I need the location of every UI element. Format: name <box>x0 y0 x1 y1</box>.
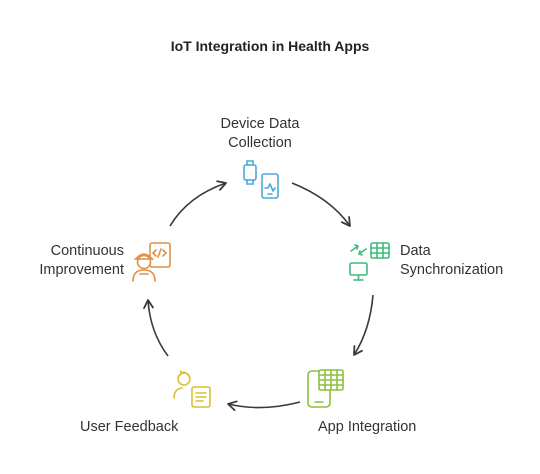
step-label-data-synchronization: Data Synchronization <box>400 242 535 280</box>
step-label-app-integration: App Integration <box>318 418 458 437</box>
title: IoT Integration in Health Apps <box>170 38 370 54</box>
arrow-improvement-to-device <box>169 180 227 227</box>
step-label-line: Synchronization <box>400 262 504 278</box>
step-label-line: Collection <box>228 135 292 151</box>
step-label-user-feedback: User Feedback <box>80 418 210 437</box>
arrow-sync-to-app <box>353 294 374 356</box>
arrow-feedback-to-improvement <box>143 299 169 357</box>
engineer-code-icon <box>132 242 171 282</box>
sync-devices-icon <box>349 242 390 281</box>
step-label-device-data-collection: Device Data Collection <box>180 115 340 153</box>
step-label-line: App Integration <box>318 419 417 435</box>
step-label-line: Device Data <box>220 116 300 132</box>
arrow-device-to-sync <box>291 182 351 227</box>
step-label-line: Improvement <box>39 262 124 278</box>
app-spreadsheet-icon <box>307 369 344 408</box>
feedback-person-icon <box>173 370 211 408</box>
step-label-line: Data <box>400 243 431 259</box>
step-label-continuous-improvement: Continuous Improvement <box>10 242 124 280</box>
smartwatch-tablet-icon <box>243 160 279 199</box>
arrow-app-to-feedback <box>227 400 301 412</box>
step-label-line: Continuous <box>50 243 124 259</box>
step-label-line: User Feedback <box>80 419 179 435</box>
